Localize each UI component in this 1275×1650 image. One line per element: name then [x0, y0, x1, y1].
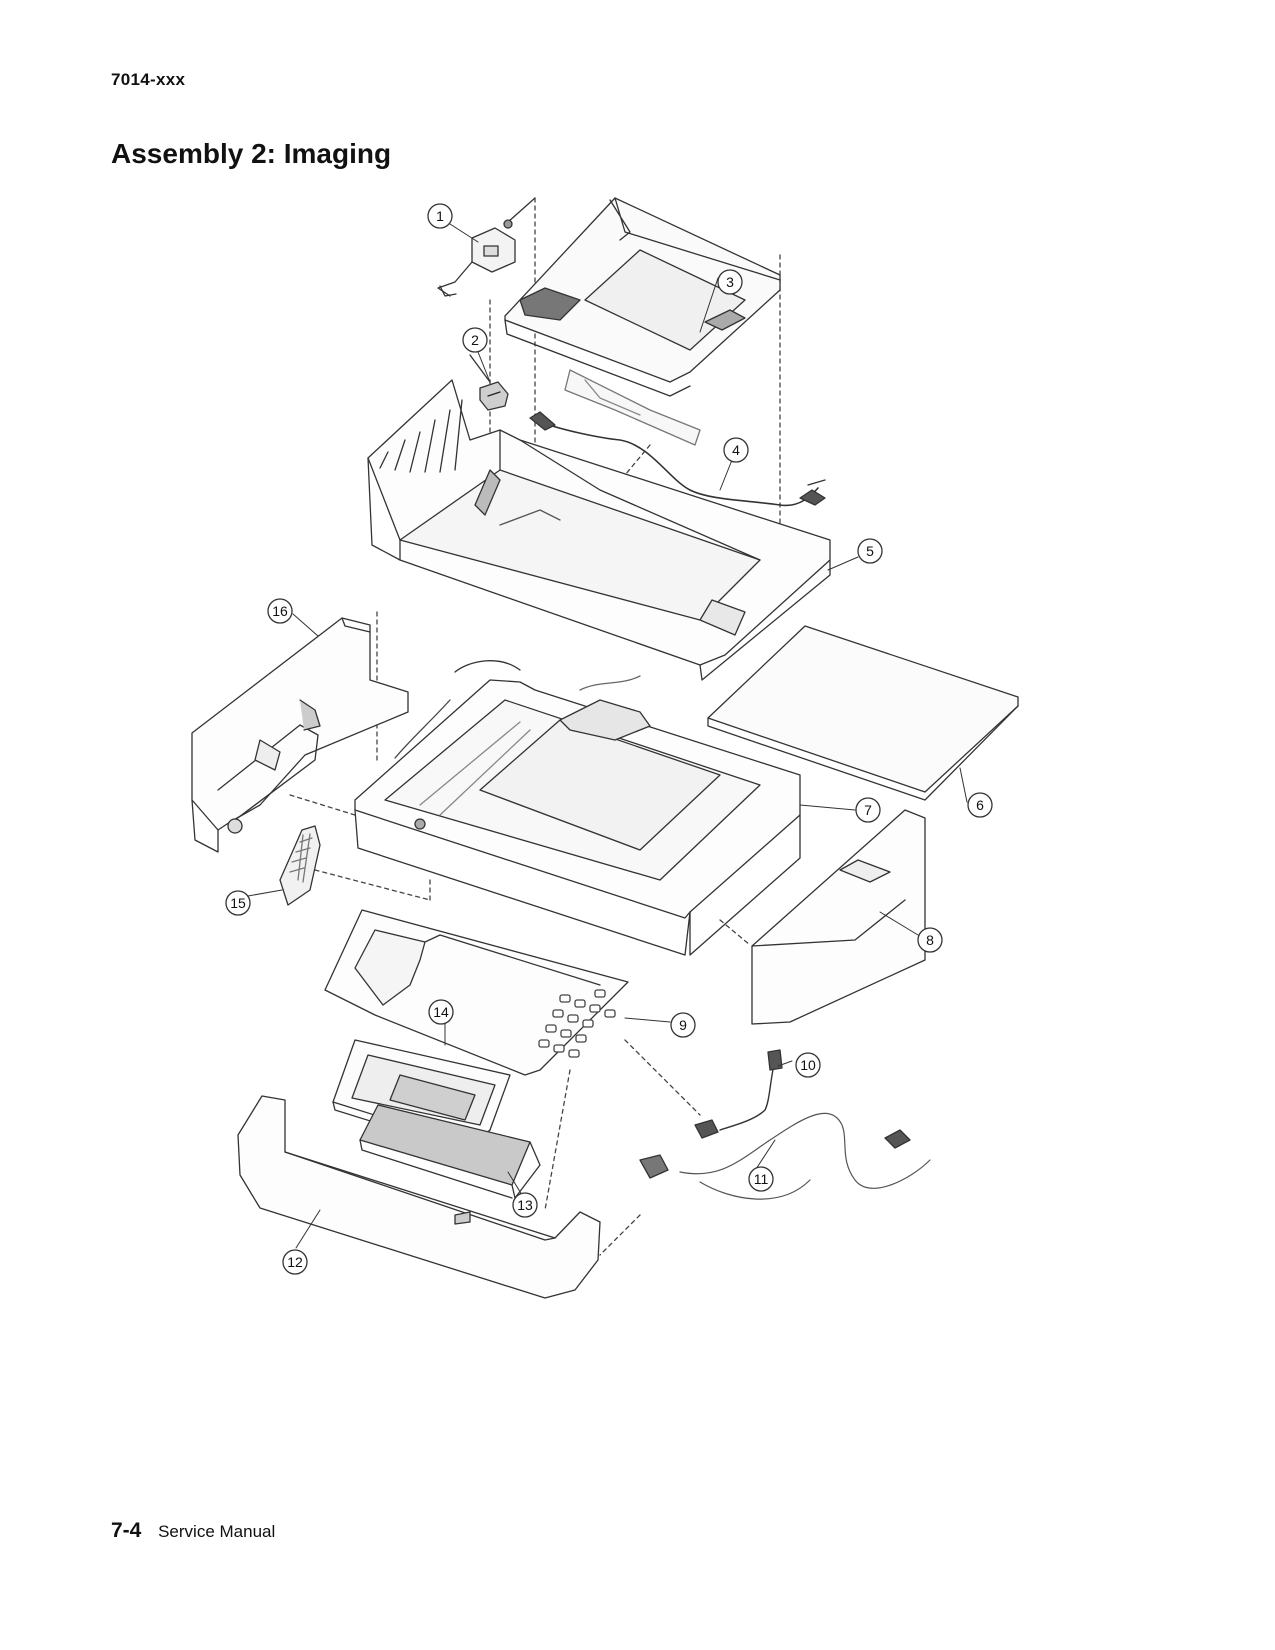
part-8-right-side-cover [751, 809, 926, 1025]
header-code: 7014-xxx [111, 70, 186, 89]
callout-13: 13 [512, 1192, 538, 1218]
callout-label: 11 [754, 1171, 769, 1187]
callout-3: 3 [717, 269, 743, 295]
callout-label: 2 [471, 332, 479, 348]
callout-label: 3 [726, 274, 734, 290]
callout-label: 12 [287, 1254, 303, 1270]
part-3-adf-top-cover [504, 197, 781, 397]
part-10-11-cables [639, 1049, 931, 1200]
page-footer: 7-4 Service Manual [111, 1519, 275, 1543]
callout-4: 4 [723, 437, 749, 463]
callout-11: 11 [748, 1166, 774, 1192]
footer-page-number: 7-4 [111, 1519, 142, 1542]
callout-label: 7 [864, 802, 872, 818]
part-1-sensor-assembly [437, 197, 536, 297]
part-13-display-module [359, 1104, 541, 1199]
part-15-hinge-bracket [279, 825, 321, 906]
callout-14: 14 [428, 999, 454, 1025]
callout-label: 8 [926, 932, 934, 948]
footer-label: Service Manual [158, 1522, 276, 1541]
part-14-display-bezel [332, 1039, 511, 1153]
callout-label: 14 [433, 1004, 449, 1020]
callout-8: 8 [917, 927, 943, 953]
callout-15: 15 [225, 890, 251, 916]
callout-label: 6 [976, 797, 984, 813]
alignment-lines [289, 197, 781, 1256]
callout-9: 9 [670, 1012, 696, 1038]
callout-label: 5 [866, 543, 874, 559]
part-5-adf-base [367, 379, 831, 681]
callout-10: 10 [795, 1052, 821, 1078]
callout-7: 7 [855, 797, 881, 823]
part-2-solenoid [469, 354, 509, 411]
callout-16: 16 [267, 598, 293, 624]
callout-12: 12 [282, 1249, 308, 1275]
part-12-front-bezel [237, 1095, 601, 1299]
page-title: Assembly 2: Imaging [111, 138, 392, 169]
callout-label: 4 [732, 442, 740, 458]
callout-5: 5 [857, 538, 883, 564]
part-7-flatbed-scanner [354, 660, 801, 956]
callout-2: 2 [462, 327, 488, 353]
callout-label: 10 [800, 1057, 816, 1073]
callout-markers: 1 2 3 4 5 6 7 8 9 10 11 12 13 14 15 16 [225, 203, 993, 1275]
callout-label: 13 [517, 1197, 533, 1213]
callout-6: 6 [967, 792, 993, 818]
callout-leaders [247, 223, 968, 1249]
callout-label: 15 [230, 895, 246, 911]
callout-label: 16 [272, 603, 288, 619]
callout-1: 1 [427, 203, 453, 229]
part-6-document-pad [707, 625, 1019, 801]
part-4-cable-assembly [529, 369, 826, 507]
part-9-operator-panel-frame [324, 909, 629, 1076]
callout-label: 1 [436, 208, 444, 224]
part-16-left-side-cover [191, 617, 409, 853]
callout-label: 9 [679, 1017, 687, 1033]
